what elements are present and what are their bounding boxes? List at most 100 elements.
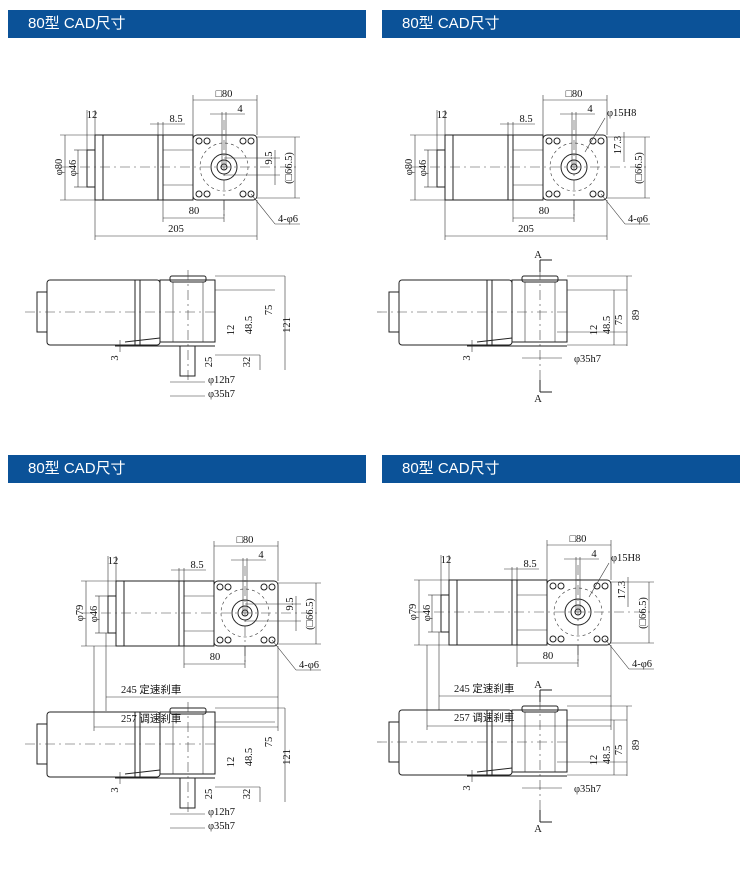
dimension-label: φ15H8 <box>607 108 636 119</box>
dimension-label: φ79 <box>75 605 86 622</box>
dimension-label: 48.5 <box>244 316 255 334</box>
output-shaft <box>179 777 196 809</box>
dimension-label: (□66.5) <box>284 152 295 184</box>
mounting-hole <box>216 636 224 644</box>
dimension-label: 32 <box>242 789 253 800</box>
gearbox <box>159 279 216 343</box>
flange <box>444 134 454 201</box>
dimension-label: 205 <box>518 224 534 235</box>
dimension-label: φ15H8 <box>611 553 640 564</box>
motor-body <box>46 279 161 346</box>
dimension-label: φ46 <box>418 160 429 177</box>
dimension-label: 3 <box>110 787 121 792</box>
gear-head-face <box>542 134 608 201</box>
gear-head-face <box>546 579 612 646</box>
dimension-label: 75 <box>264 305 275 316</box>
dimension-label: φ46 <box>422 605 433 622</box>
mounting-hole <box>597 137 605 145</box>
mounting-hole <box>268 583 276 591</box>
dimension-label: 245 定速刹車 <box>121 683 181 696</box>
dimension-label: 4-φ6 <box>299 660 319 671</box>
output-shaft <box>179 345 196 377</box>
dimension-label: 80 <box>539 206 550 217</box>
section-title: 80型 CAD尺寸 <box>402 460 500 477</box>
dimension-label: 245 定速刹車 <box>454 682 514 695</box>
dimension-label: 48.5 <box>244 748 255 766</box>
mounting-hole <box>545 137 553 145</box>
dimension-label: 3 <box>462 355 473 360</box>
dimension-label: 48.5 <box>602 746 613 764</box>
dimension-label: □80 <box>216 89 233 100</box>
dimension-label: A <box>534 680 542 691</box>
dimension-label: φ35h7 <box>208 821 235 832</box>
motor-body <box>452 134 509 201</box>
motor-body <box>456 579 513 646</box>
dimension-label: 12 <box>441 555 452 566</box>
dimension-label: 32 <box>242 357 253 368</box>
mounting-hole <box>268 636 276 644</box>
brake-cap <box>436 149 446 188</box>
motor-body <box>398 279 513 346</box>
dimension-label: 4 <box>591 549 597 560</box>
mounting-hole <box>247 137 255 145</box>
dimension-label: φ80 <box>54 159 65 176</box>
dimension-label: φ12h7 <box>208 375 235 386</box>
section-title: 80型 CAD尺寸 <box>28 15 126 32</box>
dimension-label: A <box>534 394 542 405</box>
section-header: 80型 CAD尺寸 <box>8 455 366 483</box>
dimension-label: 80 <box>543 651 554 662</box>
dimension-label: A <box>534 824 542 835</box>
dimension-label: φ12h7 <box>208 807 235 818</box>
dimension-label: (□66.5) <box>634 152 645 184</box>
dimension-label: A <box>534 250 542 261</box>
gearbox <box>511 279 568 343</box>
mounting-hole <box>549 635 557 643</box>
dimension-label: 80 <box>189 206 200 217</box>
dimension-label: 4-φ6 <box>632 659 652 670</box>
dimension-label: 3 <box>462 785 473 790</box>
dimension-label: □80 <box>237 535 254 546</box>
gear-head-face <box>192 134 258 201</box>
dimension-label: 17.3 <box>613 136 624 154</box>
dimension-label: 12 <box>589 325 600 336</box>
dimension-label: φ79 <box>408 604 419 621</box>
dimension-label: 257 调速刹車 <box>121 712 181 725</box>
dimension-label: 89 <box>631 310 642 321</box>
dimension-label: (□66.5) <box>638 597 649 629</box>
dimension-label: φ80 <box>404 159 415 176</box>
dimension-label: φ35h7 <box>208 389 235 400</box>
dimension-label: φ46 <box>68 160 79 177</box>
flange <box>94 134 104 201</box>
dimension-label: 25 <box>204 789 215 800</box>
dimension-label: 4-φ6 <box>628 214 648 225</box>
dimension-label: 9.5 <box>285 597 296 610</box>
dimension-label: 12 <box>589 755 600 766</box>
dimension-label: 3 <box>110 355 121 360</box>
brake-cap <box>86 149 96 188</box>
mounting-hole <box>216 583 224 591</box>
mounting-hole <box>597 190 605 198</box>
flange <box>448 579 458 646</box>
dimension-label: 80 <box>210 652 221 663</box>
section-title: 80型 CAD尺寸 <box>402 15 500 32</box>
gearbox <box>159 711 216 775</box>
mounting-hole <box>601 582 609 590</box>
dimension-label: φ35h7 <box>574 784 601 795</box>
dimension-label: 8.5 <box>523 559 536 570</box>
dimension-label: 25 <box>204 357 215 368</box>
dimension-label: 4 <box>237 104 243 115</box>
dimension-label: 205 <box>168 224 184 235</box>
dimension-label: φ35h7 <box>574 354 601 365</box>
dimension-label: 12 <box>437 110 448 121</box>
section-header: 80型 CAD尺寸 <box>382 455 740 483</box>
dimension-label: 4 <box>587 104 593 115</box>
mounting-hole <box>601 635 609 643</box>
